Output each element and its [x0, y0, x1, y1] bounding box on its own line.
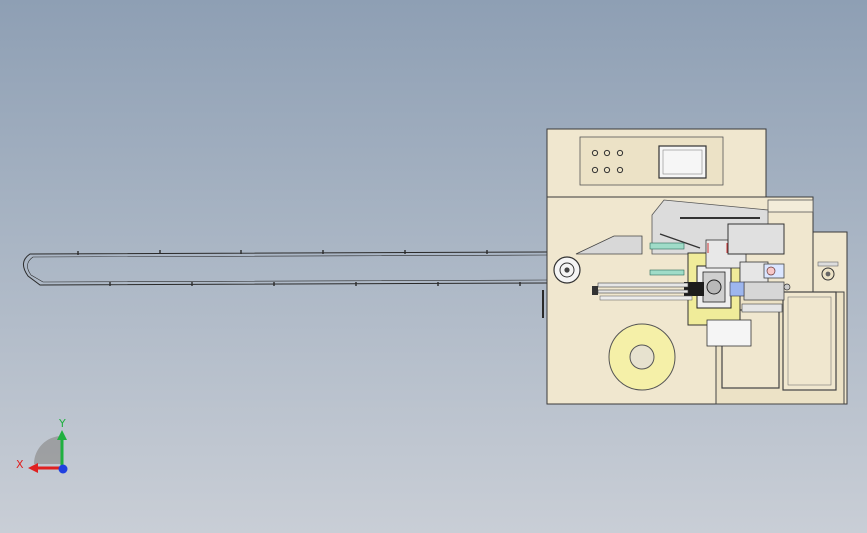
- drive-wheel: [553, 256, 581, 284]
- triad-x-label: X: [16, 458, 24, 471]
- infeed-conveyor: [23, 250, 549, 318]
- push-button-icon: [591, 149, 624, 174]
- display-screen-icon: [658, 145, 707, 179]
- film-roll: [608, 323, 676, 391]
- triad-y-label: Y: [58, 417, 66, 430]
- coordinate-triad-icon: Y X: [16, 417, 68, 474]
- sealing-mechanism: [592, 223, 791, 347]
- control-cabinet: [546, 128, 767, 198]
